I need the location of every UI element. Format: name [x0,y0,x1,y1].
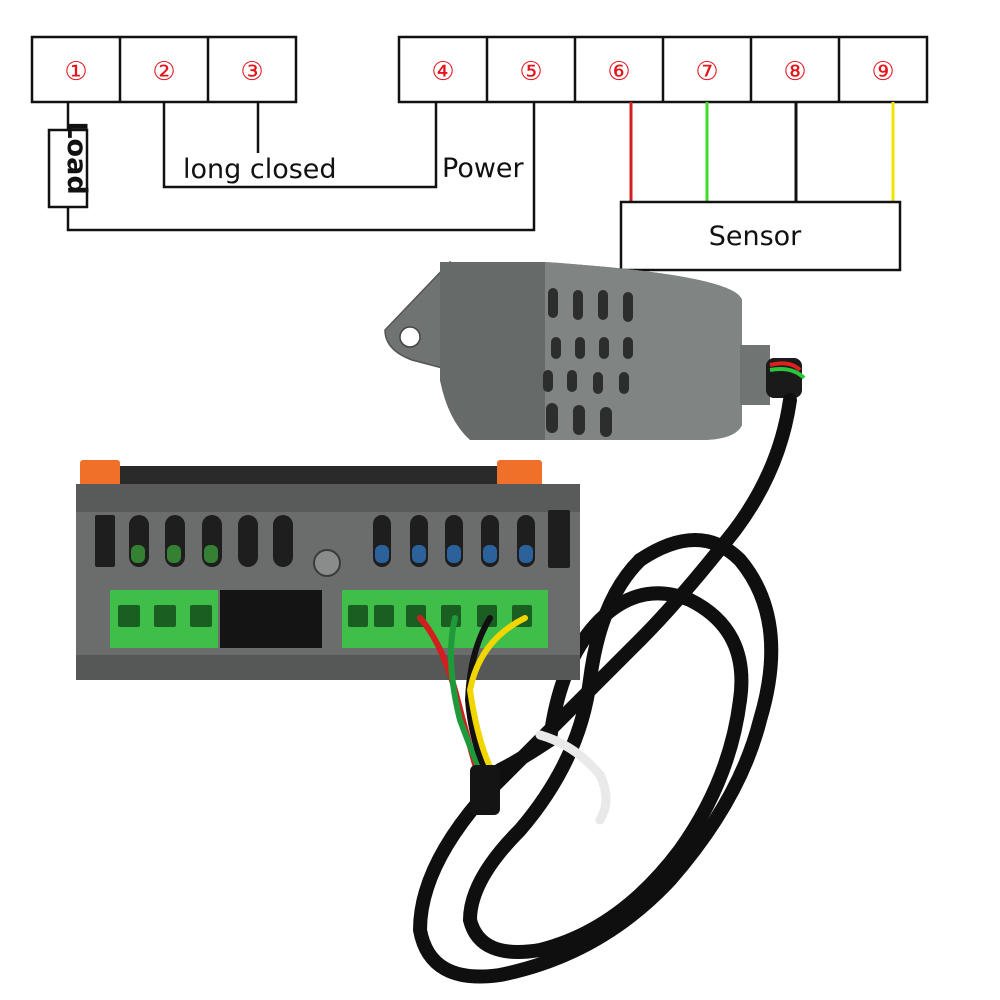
controller-image [76,460,580,680]
terminal-strip-left: ① ② ③ [30,35,298,104]
sensor-box: Sensor [619,200,902,272]
terminal-5-label: ⑤ [519,57,542,87]
controller-sensor-wires [417,615,528,778]
cable-tie-image [535,730,611,825]
terminal-2-label: ② [152,57,175,87]
sensor-probe-image [384,260,806,440]
terminal-6-label: ⑥ [607,57,630,87]
terminal-4-label: ④ [431,57,454,87]
terminal-9-label: ⑨ [871,57,894,87]
sensor-wires [629,102,895,202]
terminal-8-label: ⑧ [783,57,806,87]
long-closed-label: long closed [183,154,337,185]
terminal-strip-right: ④ ⑤ ⑥ ⑦ ⑧ ⑨ [397,35,929,104]
wiring-lines [66,102,536,232]
load-box: Load [47,121,92,209]
terminal-3-label: ③ [240,57,263,87]
sensor-label: Sensor [709,221,802,252]
terminal-1-label: ① [64,57,87,87]
power-label: Power [442,153,525,184]
load-label: Load [61,121,92,194]
heat-shrink-image [470,765,500,815]
terminal-7-label: ⑦ [695,57,718,87]
